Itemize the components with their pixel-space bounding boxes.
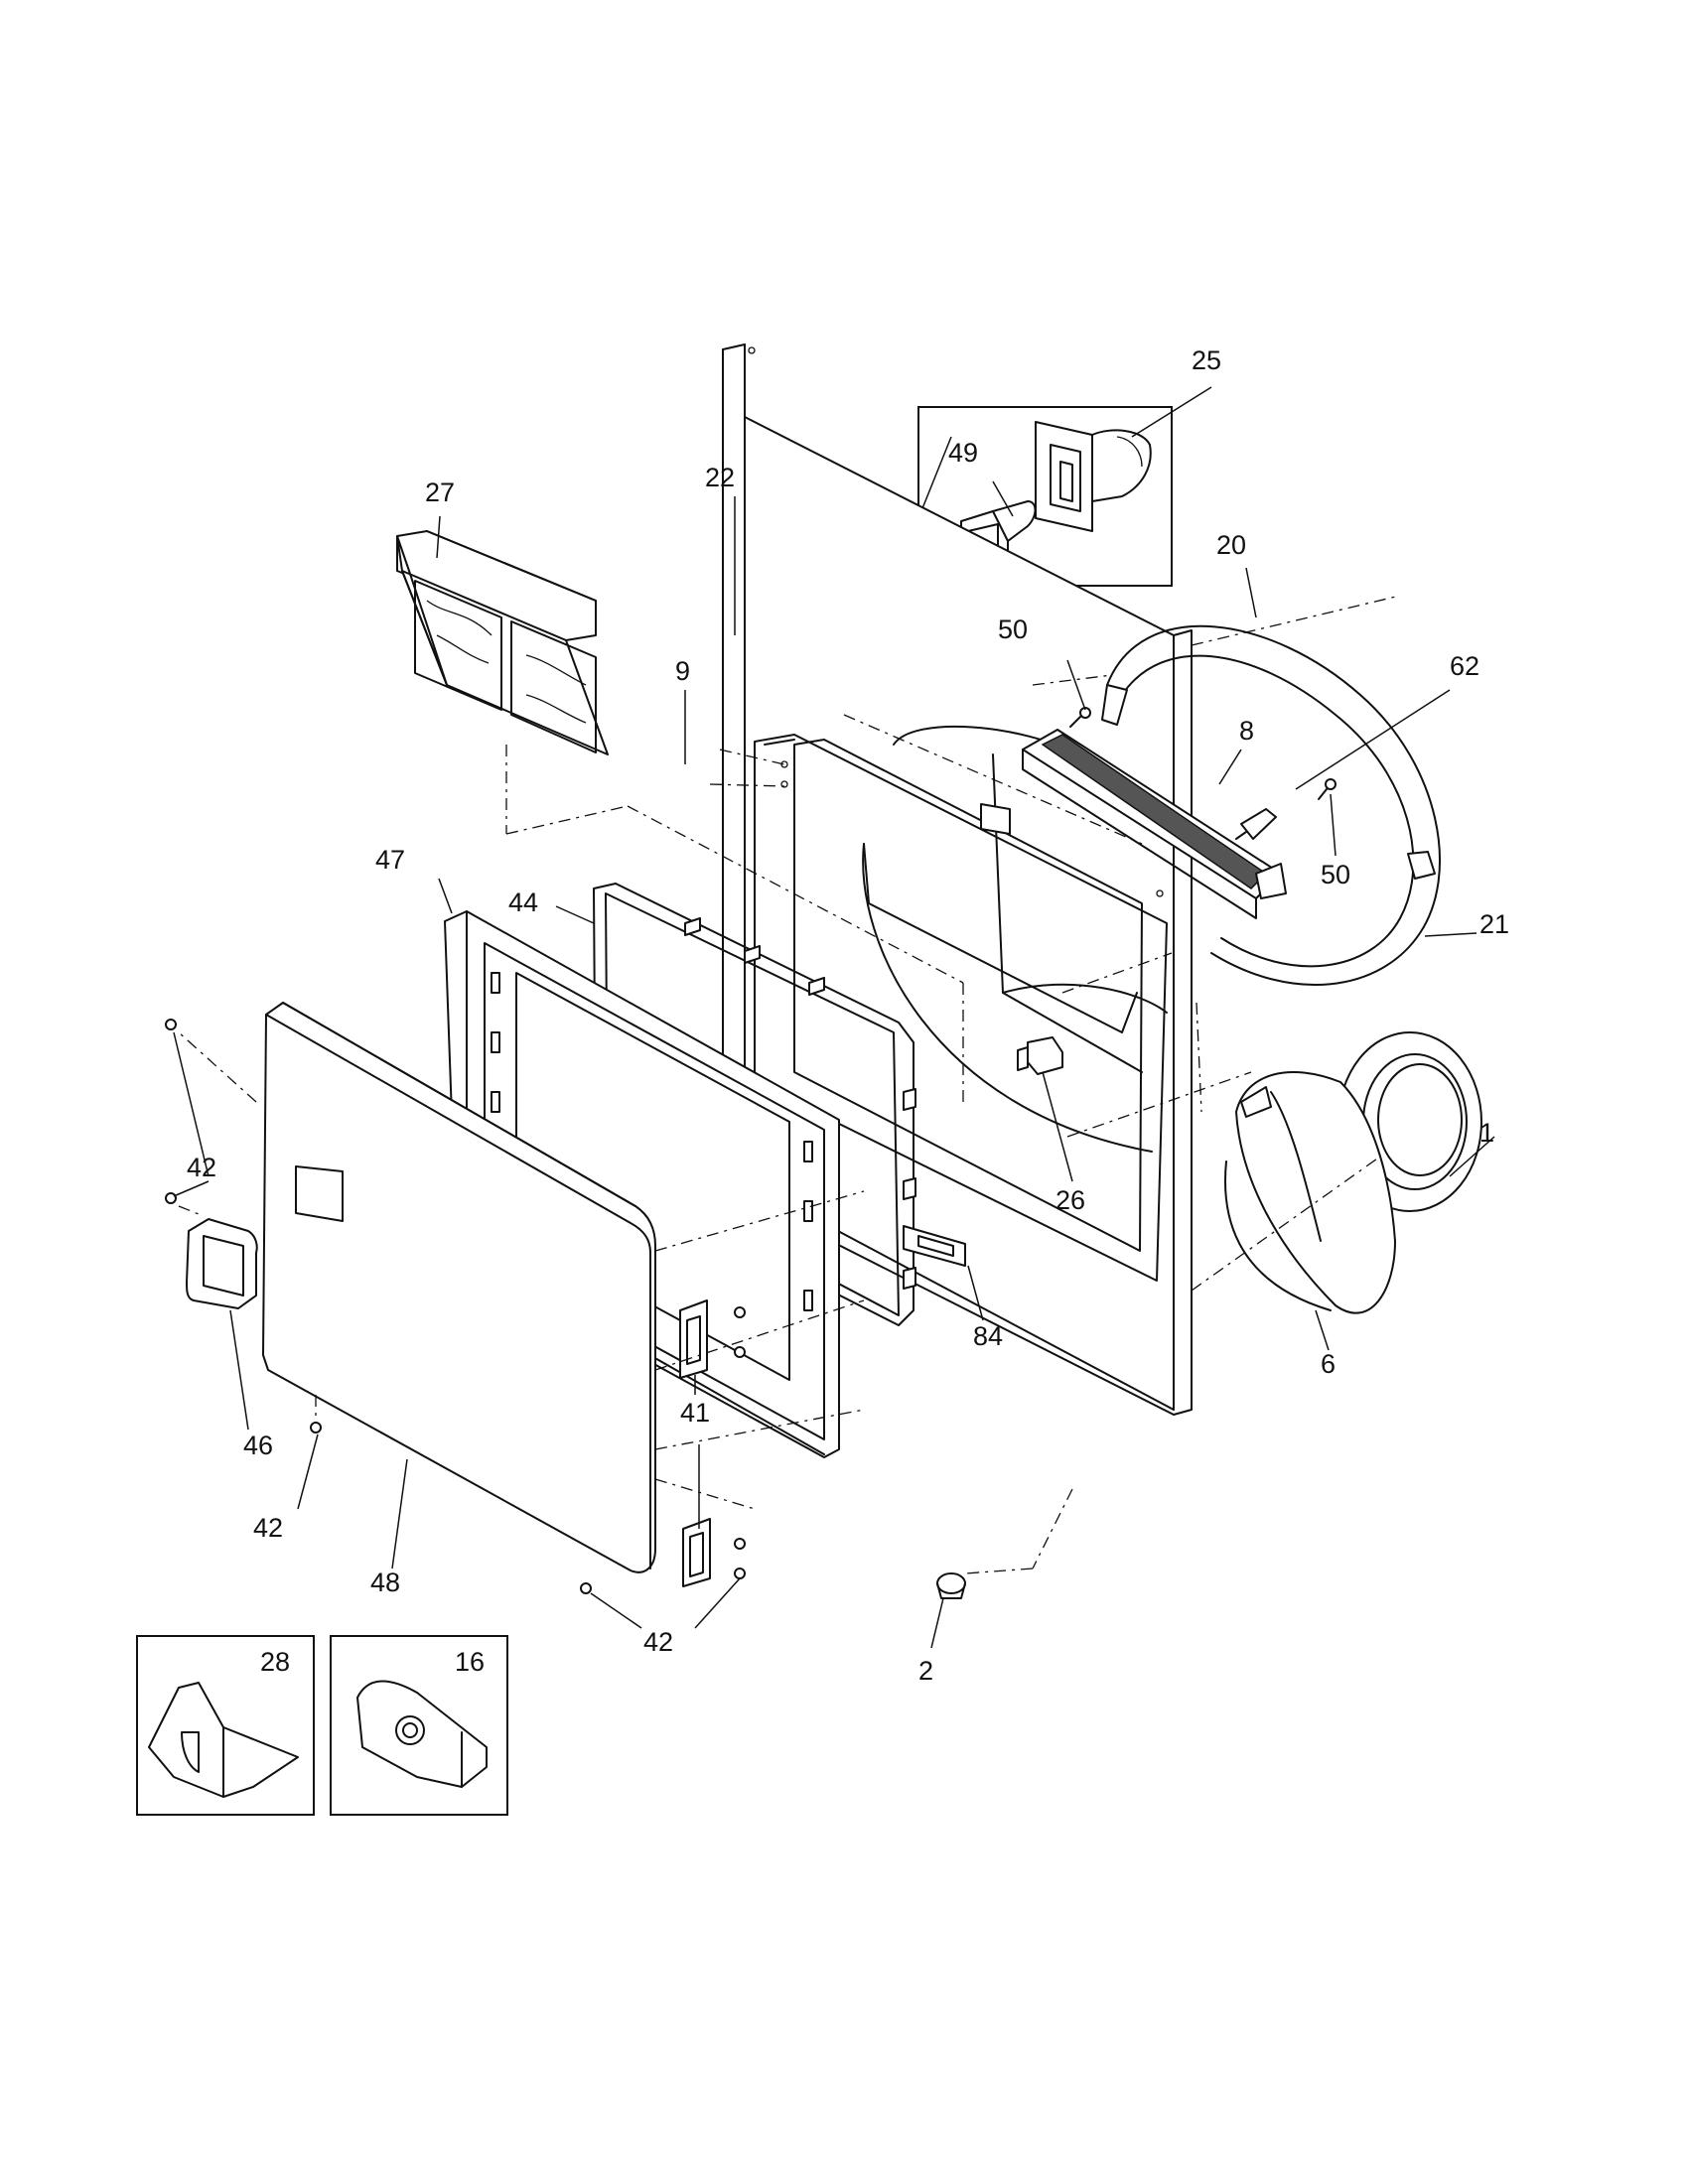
- door-switch-part: [1017, 1036, 1063, 1075]
- callout-48: 48: [370, 1568, 400, 1597]
- callout-62: 62: [1450, 651, 1479, 681]
- callout-labels: 25 49 22 27 20 50 62 8 9 47 44 21 50 1 4…: [187, 345, 1509, 1686]
- callout-9: 9: [675, 656, 690, 686]
- inset-28: [136, 1635, 315, 1816]
- callout-26: 26: [1055, 1185, 1085, 1215]
- callout-28: 28: [260, 1647, 290, 1677]
- door-strike-part: [1035, 421, 1152, 532]
- callout-47: 47: [375, 845, 405, 875]
- screw-42-part: [165, 1019, 746, 1594]
- inset-16: [330, 1635, 508, 1816]
- callout-21: 21: [1479, 909, 1509, 939]
- callout-42b: 42: [253, 1513, 283, 1543]
- duct-elbow-part: [1223, 1071, 1396, 1314]
- assembly-lines: [178, 595, 1401, 1574]
- callout-20: 20: [1216, 530, 1246, 560]
- callout-27: 27: [425, 478, 455, 507]
- callout-49: 49: [948, 438, 978, 468]
- outer-door-part: [262, 1002, 656, 1573]
- callout-1: 1: [1479, 1118, 1494, 1148]
- callout-46: 46: [243, 1431, 273, 1460]
- leader-lines: [173, 386, 1495, 1649]
- callout-84: 84: [973, 1321, 1003, 1351]
- callout-41: 41: [680, 1398, 710, 1428]
- callout-50: 50: [998, 614, 1028, 644]
- callout-25: 25: [1192, 345, 1221, 375]
- callout-42c: 42: [643, 1627, 673, 1657]
- callout-2: 2: [918, 1656, 933, 1686]
- drum-rear-ring: [1101, 624, 1441, 986]
- callout-8: 8: [1239, 716, 1254, 746]
- screw-50-part: [1069, 707, 1336, 800]
- leveling-foot-part: [936, 1572, 966, 1599]
- callout-42a: 42: [187, 1153, 216, 1182]
- hinge-41-part: [679, 1299, 711, 1587]
- callout-16: 16: [455, 1647, 485, 1677]
- lint-filter-part: [396, 530, 609, 755]
- callout-22: 22: [705, 463, 735, 492]
- clip-62-part: [1235, 808, 1277, 840]
- door-handle-part: [186, 1218, 258, 1309]
- callout-44: 44: [508, 887, 538, 917]
- label-84-part: [903, 1225, 966, 1267]
- drum-part: [862, 725, 1168, 1153]
- callout-50b: 50: [1321, 860, 1350, 889]
- callout-6: 6: [1321, 1349, 1336, 1379]
- sensor-bar-part: [1022, 729, 1287, 919]
